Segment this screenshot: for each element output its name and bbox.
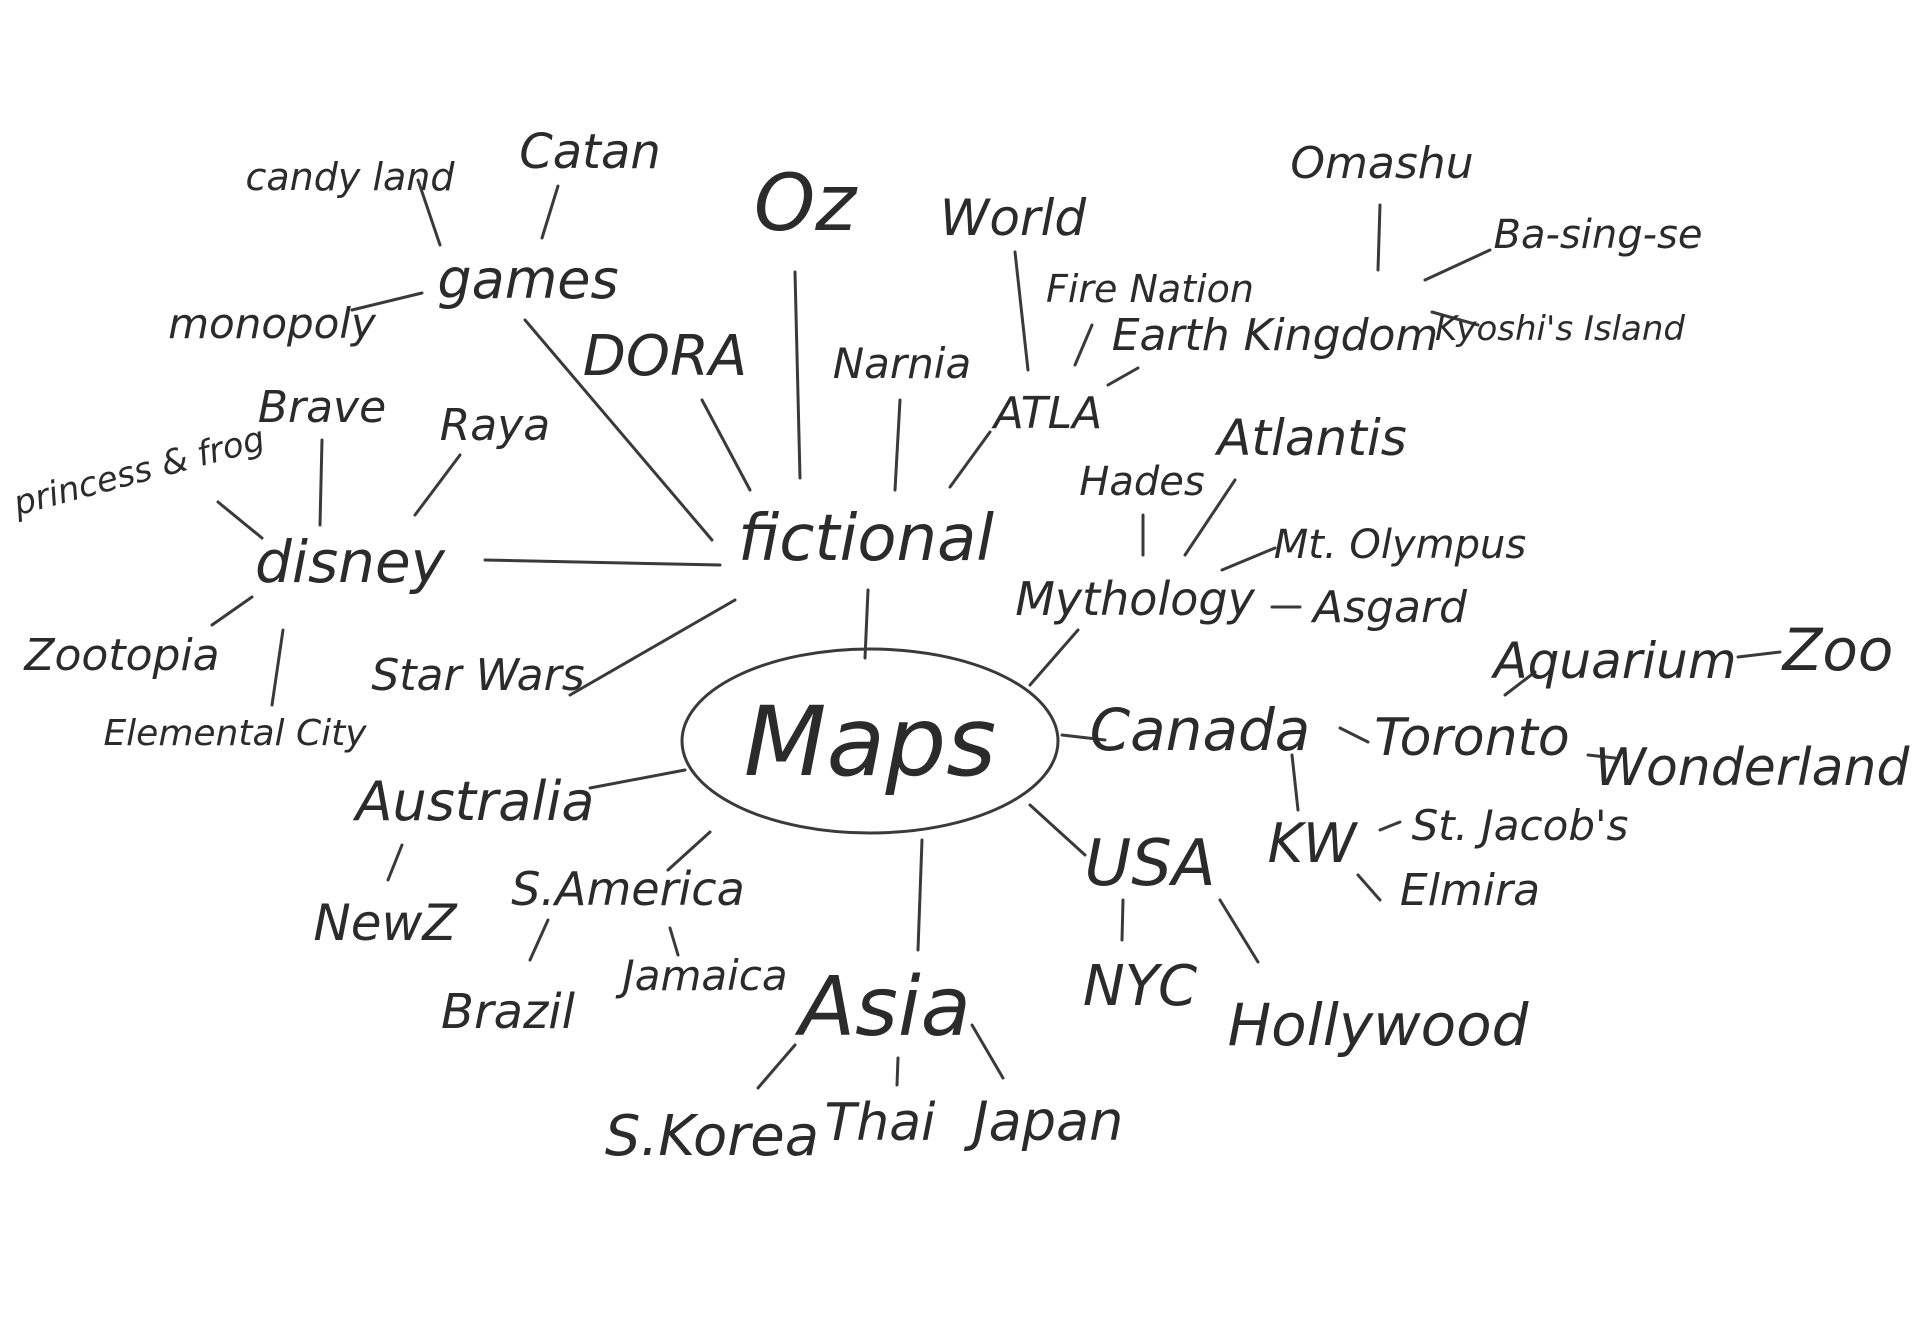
node-japan: Japan — [964, 1090, 1124, 1153]
connector-lines — [210, 178, 1782, 1090]
node-mt-olympus: Mt. Olympus — [1274, 522, 1526, 568]
edge-maps-asia — [916, 838, 924, 952]
edge-asia-skorea — [756, 1043, 797, 1090]
edge-atla-earthkingdom — [1106, 366, 1140, 387]
edge-atla-world — [1013, 250, 1030, 372]
node-brave: Brave — [258, 382, 386, 433]
edge-earthkingdom-basingse — [1423, 248, 1492, 282]
edge-atla-firenation — [1073, 323, 1094, 367]
edge-maps-mythology — [1028, 628, 1080, 687]
node-kyoshis-island: Kyoshi's Island — [1435, 309, 1685, 349]
node-s-america: S.America — [511, 862, 745, 916]
edge-fictional-starwars — [568, 598, 737, 697]
edge-maps-fictional — [863, 588, 870, 660]
node-oz: Oz — [754, 159, 858, 249]
node-zoo: Zoo — [1781, 616, 1894, 684]
node-usa: USA — [1084, 827, 1215, 901]
edge-fictional-games — [523, 318, 714, 542]
node-fire-nation: Fire Nation — [1046, 267, 1254, 311]
node-earth-kingdom: Earth Kingdom — [1112, 310, 1439, 361]
node-dora: DORA — [583, 324, 747, 389]
edge-fictional-narnia — [893, 398, 902, 492]
node-elmira: Elmira — [1400, 865, 1540, 916]
edge-aquarium-zoo — [1736, 650, 1782, 659]
node-world: World — [940, 189, 1086, 247]
node-toronto: Toronto — [1374, 708, 1570, 768]
node-hades: Hades — [1079, 459, 1204, 505]
node-jamaica: Jamaica — [615, 951, 787, 1000]
edge-fictional-oz — [793, 270, 802, 480]
node-wonderland: Wonderland — [1595, 738, 1911, 798]
edge-asia-thai — [895, 1056, 900, 1087]
node-star-wars: Star Wars — [371, 650, 584, 701]
edge-fictional-disney — [483, 558, 722, 567]
node-atla: ATLA — [991, 388, 1102, 439]
edge-canada-kw — [1290, 753, 1300, 812]
edge-australia-newz — [386, 843, 404, 882]
node-narnia: Narnia — [833, 339, 971, 388]
node-mythology: Mythology — [1015, 572, 1255, 626]
node-australia: Australia — [353, 770, 595, 833]
edge-mythology-mtolympus — [1220, 546, 1277, 572]
node-nyc: NYC — [1083, 954, 1197, 1019]
edge-earthkingdom-kyoshi — [1430, 310, 1480, 327]
edge-usa-nyc — [1120, 898, 1125, 942]
edge-kw-stjacobs — [1378, 820, 1402, 832]
edge-fictional-dora — [700, 398, 752, 492]
edge-disney-elemental — [270, 628, 285, 707]
node-brazil: Brazil — [441, 984, 576, 1040]
node-new-z: NewZ — [313, 894, 458, 952]
edge-mythology-atlantis — [1183, 478, 1237, 557]
node-thai: Thai — [824, 1093, 936, 1153]
node-zootopia: Zootopia — [23, 630, 219, 681]
edge-usa-hollywood — [1218, 898, 1260, 964]
node-st-jacobs: St. Jacob's — [1412, 801, 1629, 850]
edge-earthkingdom-omashu — [1376, 203, 1382, 272]
edge-disney-brave — [318, 438, 324, 527]
node-candy-land: candy land — [246, 155, 456, 199]
edge-toronto-wonderland — [1586, 753, 1617, 760]
node-catan: Catan — [519, 124, 661, 180]
node-elemental-city: Elemental City — [103, 713, 367, 754]
node-asgard: Asgard — [1310, 582, 1468, 633]
root-node-label: Maps — [744, 686, 997, 798]
node-ba-sing-se: Ba-sing-se — [1494, 212, 1703, 258]
edge-canada-toronto — [1338, 726, 1370, 744]
node-s-korea: S.Korea — [605, 1104, 819, 1169]
node-games: games — [437, 248, 618, 311]
edge-asia-japan — [970, 1023, 1005, 1080]
edge-maps-usa — [1028, 803, 1087, 857]
edge-disney-princess — [216, 500, 264, 540]
edge-samerica-jamaica — [668, 926, 680, 957]
node-fictional: fictional — [738, 502, 994, 576]
edge-fictional-atla — [948, 430, 992, 489]
edge-games-candyland — [416, 178, 442, 247]
node-kw: KW — [1268, 812, 1359, 875]
edge-maps-canada — [1060, 733, 1107, 742]
root-node-outline — [680, 647, 1060, 835]
node-canada: Canada — [1090, 696, 1311, 764]
node-atlantis: Atlantis — [1214, 409, 1407, 467]
edge-games-catan — [540, 184, 560, 240]
node-raya: Raya — [440, 400, 551, 451]
node-asia: Asia — [794, 960, 971, 1055]
edge-disney-zootopia — [210, 595, 254, 627]
edge-samerica-brazil — [528, 918, 550, 962]
node-monopoly: monopoly — [168, 299, 377, 348]
node-omashu: Omashu — [1290, 138, 1473, 189]
edge-disney-raya — [413, 453, 462, 517]
edge-maps-samerica — [666, 830, 712, 872]
node-disney: disney — [255, 528, 446, 596]
edge-toronto-aquarium — [1503, 670, 1537, 697]
node-aquarium: Aquarium — [1490, 632, 1736, 690]
edge-maps-australia — [588, 768, 687, 790]
edge-games-monopoly — [350, 291, 424, 312]
node-hollywood: Hollywood — [1228, 991, 1530, 1059]
node-princess-frog: princess & frog — [8, 419, 269, 525]
edge-kw-elmira — [1356, 873, 1382, 902]
